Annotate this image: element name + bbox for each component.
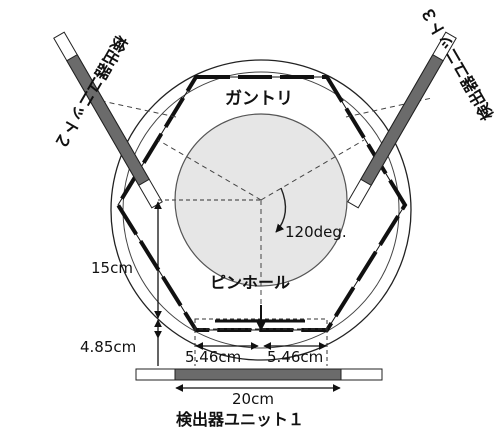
angle-arc bbox=[275, 187, 287, 233]
distance-485-label: 4.85cm bbox=[80, 338, 136, 356]
pinhole-plate bbox=[194, 305, 328, 366]
angle-label: 120deg. bbox=[285, 223, 347, 241]
pinhole-label: ピンホール bbox=[210, 273, 290, 292]
detector-unit-1 bbox=[135, 368, 383, 381]
detector-unit-3 bbox=[347, 31, 457, 209]
detector-width-label: 20cm bbox=[232, 390, 274, 408]
width-left-label: 5.46cm bbox=[185, 348, 241, 366]
distance-15-label: 15cm bbox=[91, 259, 133, 277]
gantry-label: ガントリ bbox=[225, 89, 293, 109]
width-right-label: 5.46cm bbox=[267, 348, 323, 366]
unit-1-label: 検出器ユニット１ bbox=[176, 410, 304, 429]
outer-circle bbox=[110, 59, 412, 361]
dimension-arrows bbox=[154, 199, 341, 392]
detector-unit-2 bbox=[53, 31, 163, 209]
